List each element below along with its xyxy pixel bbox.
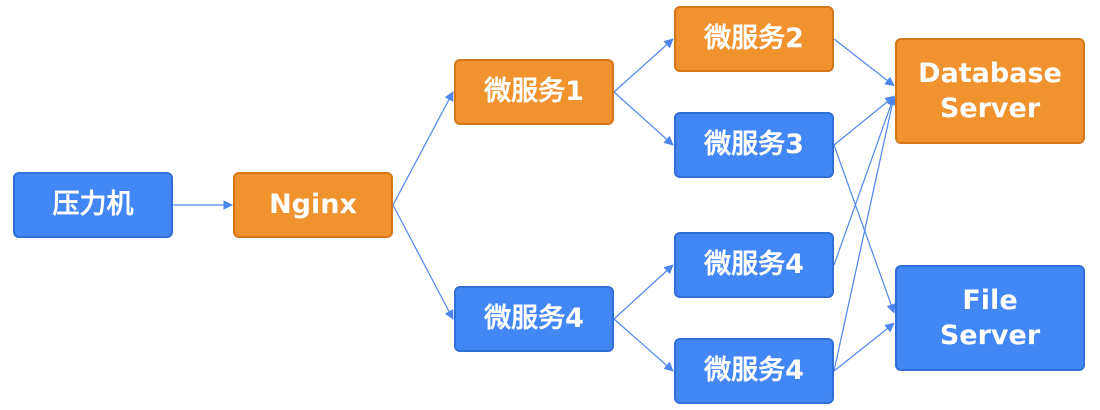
node-microservice-3-label: 微服务3 (704, 129, 804, 161)
edge-microservice-4-upper-to-microservice-4-low (613, 318, 674, 372)
edge-microservice-4-upper-to-microservice-4-mid (613, 264, 674, 320)
node-microservice-2-label: 微服务2 (704, 23, 804, 55)
node-microservice-4-mid-label: 微服务4 (704, 249, 804, 281)
node-microservice-2: 微服务2 (674, 6, 834, 72)
edge-microservice-4-mid-to-database-server (833, 95, 896, 266)
edge-group (173, 38, 897, 372)
node-database-server-label: Database Server (918, 57, 1062, 124)
edge-microservice-1-to-microservice-3 (613, 91, 674, 146)
node-load-tester-label: 压力机 (52, 189, 134, 221)
node-microservice-1-label: 微服务1 (484, 76, 584, 108)
edge-nginx-to-microservice-1 (392, 91, 454, 206)
node-microservice-3: 微服务3 (674, 112, 834, 178)
node-nginx-label: Nginx (269, 189, 357, 221)
edge-microservice-1-to-microservice-2 (613, 38, 674, 93)
edge-microservice-3-to-database-server (833, 95, 895, 146)
node-database-server: Database Server (895, 38, 1085, 144)
node-microservice-4-upper: 微服务4 (454, 286, 614, 352)
node-microservice-4-upper-label: 微服务4 (484, 303, 584, 335)
edge-microservice-4-low-to-database-server (833, 95, 897, 372)
node-file-server-label: File Server (939, 284, 1041, 351)
node-microservice-4-low: 微服务4 (674, 338, 834, 404)
node-microservice-1: 微服务1 (454, 59, 614, 125)
edge-microservice-2-to-database-server (833, 38, 895, 87)
edge-nginx-to-microservice-4-upper (392, 204, 454, 320)
edge-microservice-3-to-file-server (833, 144, 896, 314)
edge-microservice-4-low-to-file-server (833, 322, 895, 372)
node-file-server: File Server (895, 265, 1085, 371)
node-nginx: Nginx (233, 172, 393, 238)
node-load-tester: 压力机 (13, 172, 173, 238)
node-microservice-4-mid: 微服务4 (674, 232, 834, 298)
node-microservice-4-low-label: 微服务4 (704, 355, 804, 387)
